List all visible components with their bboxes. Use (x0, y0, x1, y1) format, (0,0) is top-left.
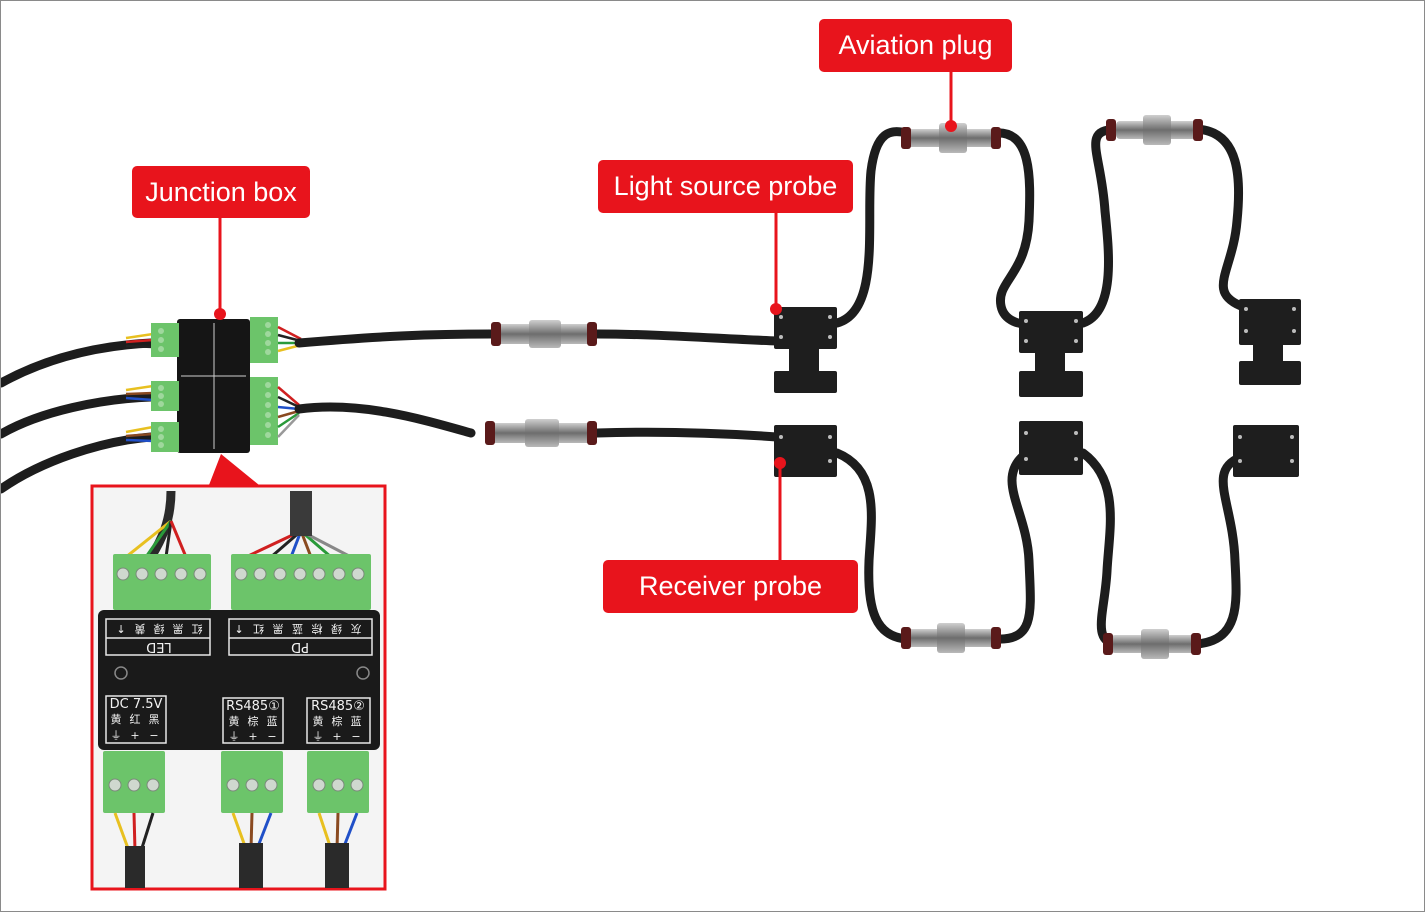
pd-pin-label: 棕 (312, 622, 323, 636)
led-pin-label: 黄 (135, 622, 146, 636)
rs485-2-pin-label: 蓝 (351, 715, 362, 728)
rs485-1-sign-label: + (248, 730, 257, 743)
power-pin-label: 黄 (111, 712, 122, 726)
light-source-probe-label: Light source probe (598, 160, 853, 213)
junction-box (151, 317, 278, 453)
rs485-2-sign-label: ⏚ (313, 730, 324, 743)
pd-group-label: PD (291, 639, 309, 654)
rs485-1-pin-label: 蓝 (267, 715, 278, 728)
aviation-plug-label: Aviation plug (819, 19, 1012, 72)
rs485-1-title: RS485① (226, 699, 280, 714)
junction-box-inset (90, 484, 387, 891)
led-pin-label: 绿 (154, 622, 165, 636)
receiver-probes (774, 421, 1299, 477)
power-sign-label: − (149, 729, 158, 742)
rs485-1-sign-label: ⏚ (229, 730, 240, 743)
rs485-1-pin-label: 黄 (229, 714, 240, 728)
main-cables (294, 329, 782, 442)
led-pin-label: 黑 (173, 622, 184, 635)
led-pin-label: ↑ (116, 622, 125, 635)
rs485-1-sign-label: − (267, 730, 276, 743)
rs485-2-pin-label: 黄 (313, 714, 324, 728)
power-title: DC 7.5V (110, 697, 163, 712)
pd-pin-label: 灰 (351, 622, 362, 636)
rs485-1-pin-label: 棕 (248, 714, 259, 728)
pd-pin-label: 黑 (273, 622, 284, 635)
inline-aviation-plug (485, 320, 597, 447)
led-pin-label: 红 (192, 622, 203, 635)
power-pin-label: 黑 (149, 713, 160, 726)
pd-pin-label: 红 (253, 622, 264, 635)
rs485-2-title: RS485② (311, 699, 365, 714)
rs485-2-sign-label: − (351, 730, 360, 743)
light-source-probes (774, 299, 1301, 397)
loop-aviation-plugs (901, 115, 1203, 659)
junction-box-label: Junction box (132, 166, 310, 218)
power-sign-label: + (130, 729, 139, 742)
callout-leaders (209, 71, 957, 561)
top-probe-cables (832, 124, 1246, 329)
pd-pin-label: 蓝 (292, 622, 303, 635)
receiver-probe-label: Receiver probe (603, 560, 858, 613)
pd-pin-label: ↑ (234, 622, 243, 635)
power-cable (1, 338, 156, 494)
led-group-label: LED (146, 639, 171, 654)
rs485-2-pin-label: 棕 (332, 714, 343, 728)
power-sign-label: ⏚ (111, 729, 122, 742)
inset-panel-text: LED PD ↑黄绿黑红 ↑红黑蓝棕绿灰 DC 7.5V RS485① RS48… (110, 622, 365, 743)
bottom-probe-cables (832, 448, 1246, 649)
rs485-2-sign-label: + (332, 730, 341, 743)
power-pin-label: 红 (130, 713, 141, 726)
pd-pin-label: 绿 (331, 622, 342, 636)
